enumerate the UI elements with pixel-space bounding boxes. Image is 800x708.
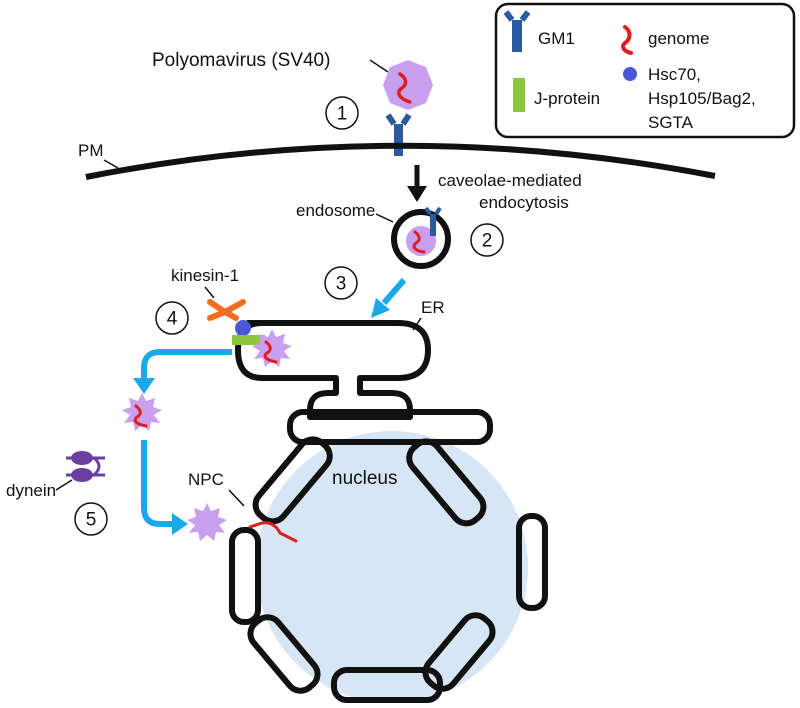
- genome-legend-icon: [621, 25, 633, 55]
- nucleus-label: nucleus: [332, 468, 398, 489]
- legend-jprotein-label: J-protein: [534, 89, 600, 108]
- legend: GM1 genome J-protein Hsc70, Hsp105/Bag2,…: [494, 2, 796, 139]
- step-3-circle: [324, 266, 358, 300]
- gm1-legend-icon: [503, 10, 531, 52]
- legend-chaperone-line2: Hsp105/Bag2,: [648, 89, 756, 108]
- genome-in-er: [263, 340, 278, 364]
- nuclear-envelope-segment: [287, 409, 493, 445]
- dynein-motor: [66, 451, 105, 482]
- legend-chaperone-line3: SGTA: [648, 113, 694, 132]
- virus-in-er: [252, 329, 292, 367]
- virus-at-npc: [187, 503, 227, 541]
- virus-label: Polyomavirus (SV40): [152, 50, 330, 71]
- step-1-label: 1: [337, 104, 348, 125]
- virus-genome-top: [397, 72, 412, 104]
- genome-cytosol: [133, 404, 148, 428]
- cytosol-to-npc-arrowhead: [172, 513, 188, 535]
- nuclear-envelope-segment: [247, 614, 321, 694]
- step-4-circle: [155, 301, 189, 335]
- pm-leader-line: [103, 159, 119, 169]
- nuclear-envelope-segment: [331, 667, 443, 703]
- virus-leader-line: [369, 59, 389, 73]
- er-label: ER: [421, 298, 445, 317]
- dynein-label: dynein: [6, 481, 56, 500]
- nucleus: [256, 431, 528, 703]
- kinesin-label: kinesin-1: [171, 266, 239, 285]
- nuclear-envelope-segment: [229, 527, 261, 625]
- step-5-circle: [74, 502, 108, 536]
- plasma-membrane: [85, 142, 716, 180]
- endocytosis-arrowhead: [407, 186, 427, 202]
- caveolae-label-line1: caveolae-mediated: [438, 171, 582, 190]
- legend-gm1-label: GM1: [538, 29, 575, 48]
- npc-leader-line: [228, 489, 245, 507]
- chaperone-dot: [235, 320, 251, 336]
- dynein-leader-line: [55, 479, 73, 491]
- endosome-to-er-arrowhead: [371, 298, 390, 318]
- legend-box: [494, 2, 796, 139]
- endosome-leader-line: [375, 213, 394, 223]
- jprotein-bar: [232, 335, 265, 345]
- er-leader-line: [412, 317, 422, 331]
- er-to-cytosol-arrowhead: [133, 378, 155, 394]
- virus-cytosol: [122, 393, 162, 431]
- nuclear-envelope-segment: [252, 436, 333, 525]
- step-1-circle: [325, 96, 359, 130]
- gm1-receptor: [385, 113, 412, 156]
- endosome-to-er-arrow: [381, 278, 407, 305]
- endosome-genome: [412, 230, 426, 254]
- legend-chaperone-line1: Hsc70,: [648, 65, 701, 84]
- endosome-label: endosome: [296, 201, 375, 220]
- caveolae-label-line2: endocytosis: [479, 193, 569, 212]
- genome-entering-nucleus: [248, 521, 298, 543]
- kinesin-leader-line: [204, 286, 215, 299]
- pm-label: PM: [78, 141, 104, 160]
- nuclear-envelope-segment: [422, 612, 496, 692]
- virus-particle-top: [383, 60, 433, 110]
- step-2-label: 2: [482, 231, 493, 252]
- jprotein-legend-icon: [513, 78, 525, 112]
- nuclear-envelope-segment: [406, 438, 487, 527]
- legend-genome-label: genome: [648, 29, 709, 48]
- step-5-label: 5: [86, 510, 97, 531]
- step-3-label: 3: [336, 274, 347, 295]
- step-2-circle: [470, 223, 504, 257]
- kinesin-motor: [207, 299, 246, 321]
- er-to-cytosol-arrow: [141, 349, 232, 378]
- nuclear-envelope-segment: [516, 513, 548, 611]
- npc-label: NPC: [188, 470, 224, 489]
- nuclear-envelope: [229, 409, 548, 703]
- cytosol-to-npc-arrow: [141, 440, 172, 527]
- endosome-gm1: [424, 206, 442, 236]
- step-4-label: 4: [167, 309, 178, 330]
- chaperone-legend-icon: [623, 67, 637, 81]
